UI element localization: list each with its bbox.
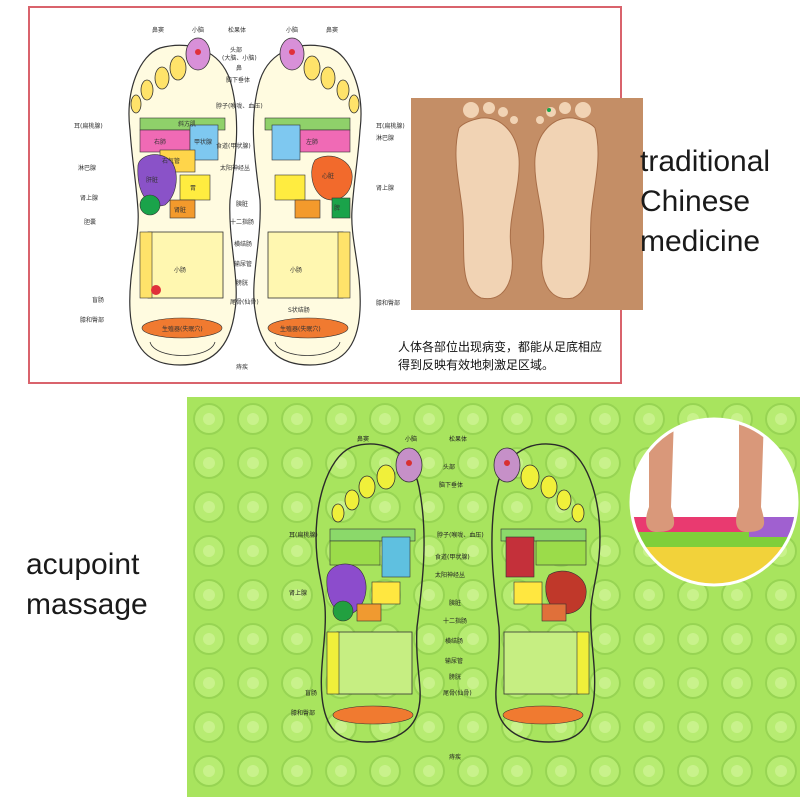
caption-acupoint-line2: massage [26,588,148,621]
left-foot-map: 斜方肌 右肺 甲状腺 右气管 肝脏 胃 肾脏 小肠 生殖器(失眠穴) [128,37,238,366]
mat-label-bidou: 鼻窦 [357,435,369,443]
label-naoxia: 脑下垂体 [226,76,250,84]
mat-label-taiyang: 太阳神经丛 [435,571,465,579]
label-shen: 肾脏 [174,206,186,214]
label-xiefang: 斜方肌 [178,120,196,128]
caption-tcm-line3: medicine [640,225,761,258]
label-shenshang-l: 肾上腺 [80,194,98,202]
label-shiguan: 食道(甲状腺) [216,142,251,150]
label-pangguang: 膀胱 [236,279,248,287]
label-xiaonao-r: 小脑 [286,26,298,34]
feet-standing-photo [629,417,799,587]
label-xigu-l: 膝和臀部 [80,316,104,324]
caption-tcm: traditional Chinese medicine [640,142,770,262]
label-bozi: 脖子(喉咙、血压) [216,102,263,110]
center-labels: 松果体 头部 (大脑、小脑) 鼻 脑下垂体 脖子(喉咙、血压) 食道(甲状腺) … [74,26,405,371]
label-shengzhi-r: 生殖器(失眠穴) [280,325,321,333]
label-mangchang: 盲肠 [92,296,104,304]
mat-label-shuniao: 输尿管 [445,657,463,665]
label-zuofei: 左肺 [306,138,318,146]
mat-label-naoxia: 脑下垂体 [439,481,463,489]
label-xin: 心脏 [322,172,334,180]
mat-label-weigu: 尾骨(仙骨) [443,689,472,697]
label-zhichuang: 痔疾 [236,363,248,371]
mat-label-zhichuang: 痔疾 [449,753,461,761]
label-songguoti: 松果体 [228,26,246,34]
label-linba-l: 淋巴腺 [78,164,96,172]
mat-label-toubu: 头部 [443,463,455,471]
reflexology-chart-card: 斜方肌 右肺 甲状腺 右气管 肝脏 胃 肾脏 小肠 生殖器(失眠穴) [28,6,643,384]
chart-note-line2: 得到反映有效地刺激足区域。 [398,358,555,372]
mat-label-mangchang: 盲肠 [305,689,317,697]
label-shengzhi-l: 生殖器(失眠穴) [162,325,203,333]
mat-label-hengjie: 横结肠 [445,637,463,645]
label-gan: 肝脏 [146,176,158,184]
label-er-r: 耳(扁桃腺) [376,122,405,130]
massage-mat-art: 鼻窦 小脑 松果体 头部 脑下垂体 脖子(喉咙、血压) 食道(甲状腺) 太阳神经… [187,397,800,797]
label-bidou-l: 鼻窦 [152,26,164,34]
mat-label-xiaonao: 小脑 [405,435,417,443]
label-jiazhuang: 甲状腺 [194,138,212,146]
mat-label-songguoti: 松果体 [449,435,467,443]
label-shuniao: 输尿管 [234,260,252,268]
label-danao: (大脑、小脑) [222,54,257,62]
label-xigu-r: 膝和臀部 [376,299,400,307]
label-toubu: 头部 [230,46,242,54]
mat-label-xigu: 膝和臀部 [291,709,315,717]
label-yi: 胰脏 [236,200,248,208]
label-bi: 鼻 [236,64,242,72]
label-hengjie: 横结肠 [234,240,252,248]
label-sjie: S状结肠 [288,306,310,314]
label-xiaonao-l: 小脑 [192,26,204,34]
label-xiaochang-r: 小肠 [290,266,302,274]
label-weigu: 尾骨(仙骨) [230,298,259,306]
label-er-l: 耳(扁桃腺) [74,122,103,130]
mat-label-pangguang: 膀胱 [449,673,461,681]
label-pi: 脾 [334,204,340,212]
label-youqiguan: 右气管 [162,157,180,165]
label-shier: 十二指肠 [230,218,254,226]
caption-acupoint-line1: acupoint [26,548,140,581]
label-youfei: 右肺 [154,138,166,146]
mat-label-shier: 十二指肠 [443,617,467,625]
caption-tcm-line2: Chinese [640,185,751,218]
label-dannang: 胆囊 [84,218,96,226]
label-linba-r: 淋巴腺 [376,134,394,142]
mat-label-yi: 胰脏 [449,599,461,607]
label-xiaochang: 小肠 [174,266,186,274]
massage-mat: 鼻窦 小脑 松果体 头部 脑下垂体 脖子(喉咙、血压) 食道(甲状腺) 太阳神经… [187,397,800,797]
caption-tcm-line1: traditional [640,145,771,178]
chart-note-line1: 人体各部位出现病变，都能从足底相应 [398,340,603,354]
mat-label-shenshang: 肾上腺 [289,589,307,597]
mat-label-er: 耳(扁桃腺) [289,531,318,539]
label-shenshang-r: 肾上腺 [376,184,394,192]
mat-label-shiguan: 食道(甲状腺) [435,553,470,561]
caption-acupoint: acupoint massage [26,545,148,625]
foot-reflexology-chart: 斜方肌 右肺 甲状腺 右气管 肝脏 胃 肾脏 小肠 生殖器(失眠穴) [74,26,405,371]
feet-sole-photo [411,98,643,310]
label-bidou-r: 鼻窦 [326,26,338,34]
mat-label-bozi: 脖子(喉咙、血压) [437,531,484,539]
label-taiyang: 太阳神经丛 [220,164,250,172]
chart-note: 人体各部位出现病变，都能从足底相应 得到反映有效地刺激足区域。 [398,338,648,374]
label-wei: 胃 [190,185,196,192]
right-foot-map: 左肺 心脏 脾 小肠 S状结肠 生殖器(失眠穴) [252,37,362,366]
